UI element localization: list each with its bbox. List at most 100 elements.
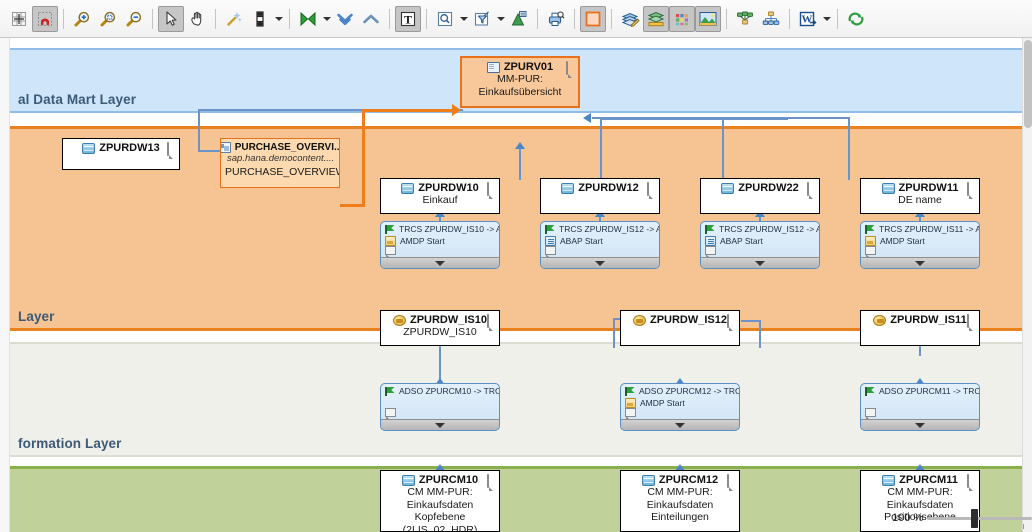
adso-cylinder-icon: [882, 474, 896, 486]
toolbar-separator: [289, 8, 290, 29]
comment-bubble-icon[interactable]: [625, 408, 636, 420]
layer-landscape-icon[interactable]: [695, 5, 721, 32]
comment-bubble-icon[interactable]: [560, 61, 573, 75]
zoom-slider-track[interactable]: [927, 508, 1032, 529]
node-subtitle-2: PURCHASE_OVERVIEW: [225, 165, 340, 178]
filter-dropdown-caret-icon[interactable]: [495, 6, 506, 32]
node-zpurdw13[interactable]: ZPURDW13: [62, 138, 180, 170]
transformation-trcs-is12-a[interactable]: TRCS ZPURDW_IS12 -> ADSO... ABAP Start: [540, 221, 660, 269]
node-purchase-overview[interactable]: PURCHASE_OVERVI... sap.hana.democontent.…: [220, 138, 340, 188]
comment-bubble-icon[interactable]: [961, 314, 974, 328]
comment-bubble-icon[interactable]: [481, 182, 494, 196]
comment-bubble-icon[interactable]: [385, 246, 396, 258]
transformation-expand-toggle[interactable]: [861, 257, 979, 268]
node-zpurv01[interactable]: ZPURV01 MM-PUR: Einkaufsübersicht: [460, 56, 580, 108]
comment-bubble-icon[interactable]: [721, 314, 734, 328]
comment-bubble-icon[interactable]: [641, 182, 654, 196]
vertical-scrollbar[interactable]: [1022, 38, 1032, 532]
tree-graph-icon[interactable]: [758, 6, 784, 32]
highlight-glyph: [585, 11, 601, 26]
zoom-out-icon[interactable]: [121, 6, 147, 32]
node-subtitle-3: (2LIS_02_HDR): [402, 523, 478, 532]
comment-bubble-icon[interactable]: [961, 182, 974, 196]
hierarchy-icon[interactable]: [506, 6, 532, 32]
word-export-dropdown-caret-icon[interactable]: [821, 6, 832, 32]
transformation-expand-toggle[interactable]: [701, 257, 819, 268]
comment-bubble-icon[interactable]: [865, 408, 876, 420]
zoom-fit-icon[interactable]: [95, 6, 121, 32]
layer-edit-icon[interactable]: [617, 6, 643, 32]
comment-bubble-icon[interactable]: [481, 314, 494, 328]
filter-icon[interactable]: [469, 6, 495, 32]
node-zpurdw12[interactable]: ZPURDW12: [540, 178, 660, 214]
transformation-trcs-is12-b[interactable]: TRCS ZPURDW_IS12 -> ADSO... ABAP Start: [700, 221, 820, 269]
transformation-expand-toggle[interactable]: [621, 419, 739, 430]
align-dropdown-caret-icon[interactable]: [273, 6, 284, 32]
node-title: ZPURDW_IS11: [890, 314, 967, 326]
transformation-expand-toggle[interactable]: [381, 419, 499, 430]
adso-cylinder-icon: [82, 142, 96, 154]
comment-bubble-icon[interactable]: [961, 474, 974, 488]
grid-icon[interactable]: [6, 6, 32, 32]
connector-purchase-overview-v: [362, 109, 365, 207]
select-pointer-icon[interactable]: [158, 5, 184, 32]
zoom-in-icon[interactable]: [69, 6, 95, 32]
node-zpurdw-is12[interactable]: ZPURDW_IS12: [620, 310, 740, 346]
node-zpurcm11[interactable]: ZPURCM11 CM MM-PUR: Einkaufsdaten Positi…: [860, 470, 980, 532]
node-zpurcm10[interactable]: ZPURCM10 CM MM-PUR: Einkaufsdaten Kopfeb…: [380, 470, 500, 532]
transformation-trcs-is10[interactable]: TRCS ZPURDW_IS10 -> ADSO... AMDP Start: [380, 221, 500, 269]
transformation-adso-zpurcm11[interactable]: ADSO ZPURCM11 -> TRCS ZP...: [860, 383, 980, 431]
comment-bubble-icon[interactable]: [801, 182, 814, 196]
pan-hand-icon[interactable]: [184, 6, 210, 32]
collapse-dropdown-caret-icon[interactable]: [321, 6, 332, 32]
transformation-trcs-is11[interactable]: TRCS ZPURDW_IS11 -> ADSO... AMDP Start: [860, 221, 980, 269]
hana-view-icon: [221, 142, 231, 153]
magic-wand-icon[interactable]: [221, 6, 247, 32]
comment-bubble-icon[interactable]: [385, 408, 396, 420]
highlight-box-icon[interactable]: [580, 5, 606, 32]
snap-magnet-glyph: [38, 11, 52, 26]
collapse-arrows-icon[interactable]: [295, 6, 321, 32]
expand-up-icon[interactable]: [358, 6, 384, 32]
refresh-icon[interactable]: [843, 6, 869, 32]
node-zpurdw-is10[interactable]: ZPURDW_IS10 ZPURDW_IS10: [380, 310, 500, 346]
adso-cylinder-icon: [641, 474, 655, 486]
comment-bubble-icon[interactable]: [721, 474, 734, 488]
comment-bubble-icon[interactable]: [865, 246, 876, 258]
zoom-slider-control[interactable]: 100 %: [892, 508, 1032, 529]
comment-bubble-icon[interactable]: [161, 142, 174, 156]
transformation-expand-toggle[interactable]: [381, 257, 499, 268]
comment-bubble-icon[interactable]: [481, 474, 494, 488]
color-palette-icon[interactable]: [669, 5, 695, 32]
search-icon[interactable]: [432, 6, 458, 32]
layer-show-icon[interactable]: [643, 5, 669, 32]
align-vertical-icon[interactable]: [247, 6, 273, 32]
node-zpurdw-is11[interactable]: ZPURDW_IS11: [860, 310, 980, 346]
connector-t-cm11-arrow: [915, 378, 925, 385]
transformation-expand-toggle[interactable]: [541, 257, 659, 268]
node-zpurdw10[interactable]: ZPURDW10 Einkauf: [380, 178, 500, 214]
expand-down-icon[interactable]: [332, 6, 358, 32]
transformation-adso-zpurcm10[interactable]: ADSO ZPURCM10 -> TRCS ZP...: [380, 383, 500, 431]
vertical-scrollbar-thumb[interactable]: [1024, 40, 1032, 128]
node-subtitle-1: MM-PUR:: [496, 73, 544, 85]
adso-cylinder-icon: [721, 182, 735, 194]
network-graph-icon[interactable]: [732, 6, 758, 32]
node-zpurcm12[interactable]: ZPURCM12 CM MM-PUR: Einkaufsdaten Eintei…: [620, 470, 740, 532]
text-tool-icon[interactable]: T: [395, 5, 421, 32]
comment-bubble-icon[interactable]: [545, 246, 556, 258]
transformation-adso-zpurcm12[interactable]: ADSO ZPURCM12 -> TRCS ZP... AMDP Start: [620, 383, 740, 431]
print-preview-icon[interactable]: [543, 6, 569, 32]
transformation-expand-toggle[interactable]: [861, 419, 979, 430]
diagram-canvas[interactable]: al Data Mart Layer Layer formation Layer: [0, 38, 1032, 532]
node-title: ZPURDW_IS12: [649, 314, 728, 326]
node-zpurdw22[interactable]: ZPURDW22: [700, 178, 820, 214]
node-zpurdw11[interactable]: ZPURDW11 DE name: [860, 178, 980, 214]
infosource-icon: [632, 314, 646, 326]
snap-to-grid-icon[interactable]: [32, 5, 58, 32]
zoom-slider-thumb[interactable]: [971, 508, 979, 528]
word-export-icon[interactable]: W: [795, 6, 821, 32]
comment-bubble-icon[interactable]: [705, 246, 716, 258]
search-dropdown-caret-icon[interactable]: [458, 6, 469, 32]
connector-zpurdw11-v: [848, 117, 850, 180]
